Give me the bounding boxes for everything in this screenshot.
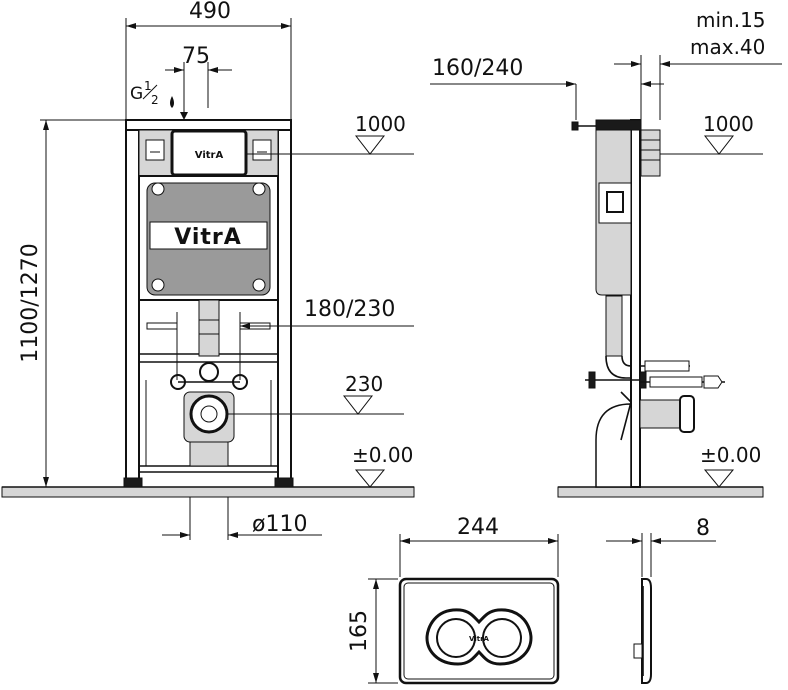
side-frame-post <box>630 119 641 488</box>
wall-min-label: min.15 <box>696 8 766 32</box>
right-bracket-icon <box>252 139 272 161</box>
front-floor-slab <box>1 486 415 498</box>
flush-plate-inner <box>403 582 555 680</box>
flush-pipe <box>198 299 220 357</box>
small-flush-button <box>436 618 476 658</box>
side-floor-slab <box>557 486 764 498</box>
side-top-cap <box>595 119 642 131</box>
elbow-fitting <box>199 362 219 382</box>
inlet-thread-den: 2 <box>151 93 159 107</box>
frame-left-foot <box>123 477 143 488</box>
brand-plate <box>149 221 268 250</box>
valve-icon <box>606 191 624 213</box>
waste-bend <box>595 403 632 488</box>
water-drop-icon <box>170 96 174 108</box>
side-flush-height-label: 1000 <box>703 112 754 136</box>
floor-level-label: ±0.00 <box>352 443 413 467</box>
brand-large-label: VitrA <box>174 225 242 250</box>
depth-label: 160/240 <box>432 56 523 81</box>
side-flush-pipe <box>605 295 623 357</box>
plate-width-label: 244 <box>457 515 499 540</box>
stud-arm-lower <box>649 376 703 388</box>
wall-lining <box>640 129 661 177</box>
pan-connection-label: 180/230 <box>304 297 395 322</box>
inlet-offset-label: 75 <box>182 44 210 69</box>
plate-side-clip <box>633 643 643 659</box>
bracket-nut-left <box>588 371 596 389</box>
plate-height-label: 165 <box>347 610 372 652</box>
height-label: 1100/1270 <box>18 243 43 362</box>
side-waste-collar <box>679 395 695 433</box>
flush-plate-brand: VitrA <box>469 635 489 643</box>
frame-top-rail <box>125 119 292 131</box>
bolt-top-left <box>151 182 165 196</box>
flush-height-label: 1000 <box>355 112 406 136</box>
frame-right-post <box>277 119 292 487</box>
waste-diameter-label: ø110 <box>252 512 307 537</box>
inlet-thread-num: 1 <box>144 79 152 93</box>
actuation-rod-end <box>571 121 579 131</box>
stud-cap <box>703 375 723 389</box>
bolt-top-right <box>252 182 266 196</box>
side-floor-level-label: ±0.00 <box>700 443 761 467</box>
waste-support <box>189 441 229 467</box>
waste-height-label: 230 <box>345 372 383 396</box>
bolt-bottom-right <box>252 278 266 292</box>
plate-side-profile <box>641 578 652 684</box>
stud-arm-upper <box>644 360 690 372</box>
wall-max-label: max.40 <box>690 35 765 59</box>
side-view: 160/240 min.15 max.40 1000 ±0.00 <box>430 8 782 498</box>
left-bracket-icon <box>145 139 165 161</box>
frame-right-foot <box>274 477 294 488</box>
inlet-thread-main: G <box>130 84 143 104</box>
bracket-nut-right <box>639 371 647 389</box>
waste-outlet-inner <box>200 405 218 423</box>
large-flush-button <box>482 618 522 658</box>
left-stud <box>146 322 178 330</box>
width-total-label: 490 <box>189 0 231 24</box>
flush-plate-front: VitrA 244 165 <box>347 515 560 685</box>
frame-left-post <box>125 119 140 487</box>
brand-small-label: VitrA <box>195 150 224 161</box>
bolt-bottom-left <box>151 278 165 292</box>
front-view: VitrA VitrA 490 <box>1 0 415 540</box>
plate-thickness-label: 8 <box>696 516 710 541</box>
flush-plate-side: 8 <box>606 516 716 684</box>
